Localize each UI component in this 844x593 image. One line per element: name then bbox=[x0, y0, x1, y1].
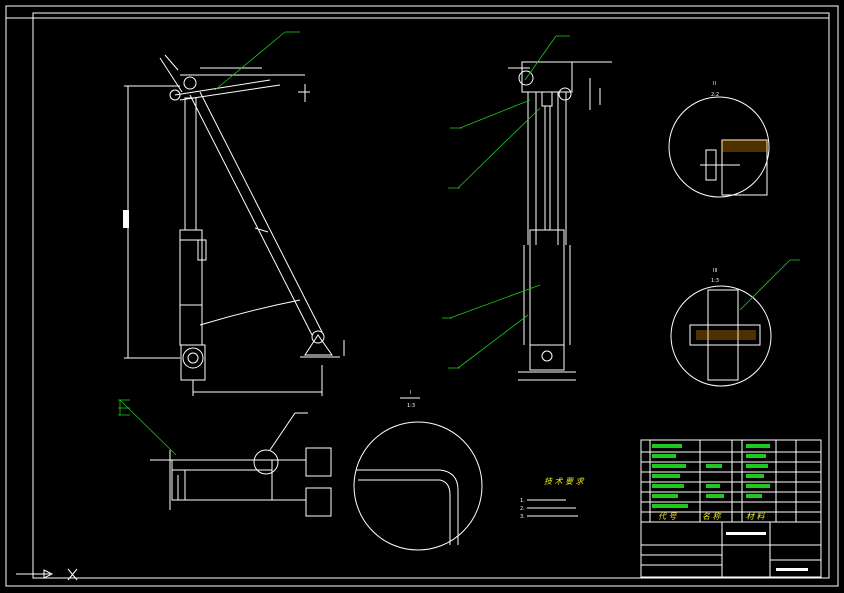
tech-requirements-title: 技 术 要 求 bbox=[544, 477, 585, 486]
tech-req-item-2: 2. bbox=[520, 506, 525, 512]
side-view-leaders bbox=[442, 35, 570, 369]
detail-one-scale: 1:3 bbox=[407, 403, 415, 409]
tech-req-item-3: 3. bbox=[520, 514, 525, 520]
detail-two bbox=[668, 96, 770, 198]
detail-three-scale: 1:3 bbox=[711, 278, 719, 284]
detail-one bbox=[353, 397, 483, 551]
front-view-leaders bbox=[214, 31, 300, 91]
sheet-inner-frame bbox=[32, 12, 830, 579]
detail-one-label: I bbox=[410, 390, 411, 396]
tech-req-item-1: 1. bbox=[520, 498, 525, 504]
detail-two-label: II bbox=[713, 81, 716, 87]
plan-view bbox=[118, 399, 332, 517]
title-block bbox=[640, 439, 822, 578]
title-block-col-material: 材 料 bbox=[746, 512, 766, 521]
tech-requirements: 技 术 要 求 1. 2. 3. bbox=[520, 477, 585, 520]
detail-three bbox=[670, 259, 800, 387]
detail-two-scale: 2:2 bbox=[711, 92, 719, 98]
title-block-col-code: 代 号 bbox=[658, 512, 678, 521]
side-view bbox=[508, 61, 612, 381]
title-block-col-name: 名 称 bbox=[702, 512, 723, 521]
sheet-outer-frame bbox=[5, 5, 839, 587]
detail-three-label: III bbox=[713, 268, 717, 274]
front-view bbox=[123, 54, 345, 396]
ucs-icon bbox=[16, 568, 78, 581]
